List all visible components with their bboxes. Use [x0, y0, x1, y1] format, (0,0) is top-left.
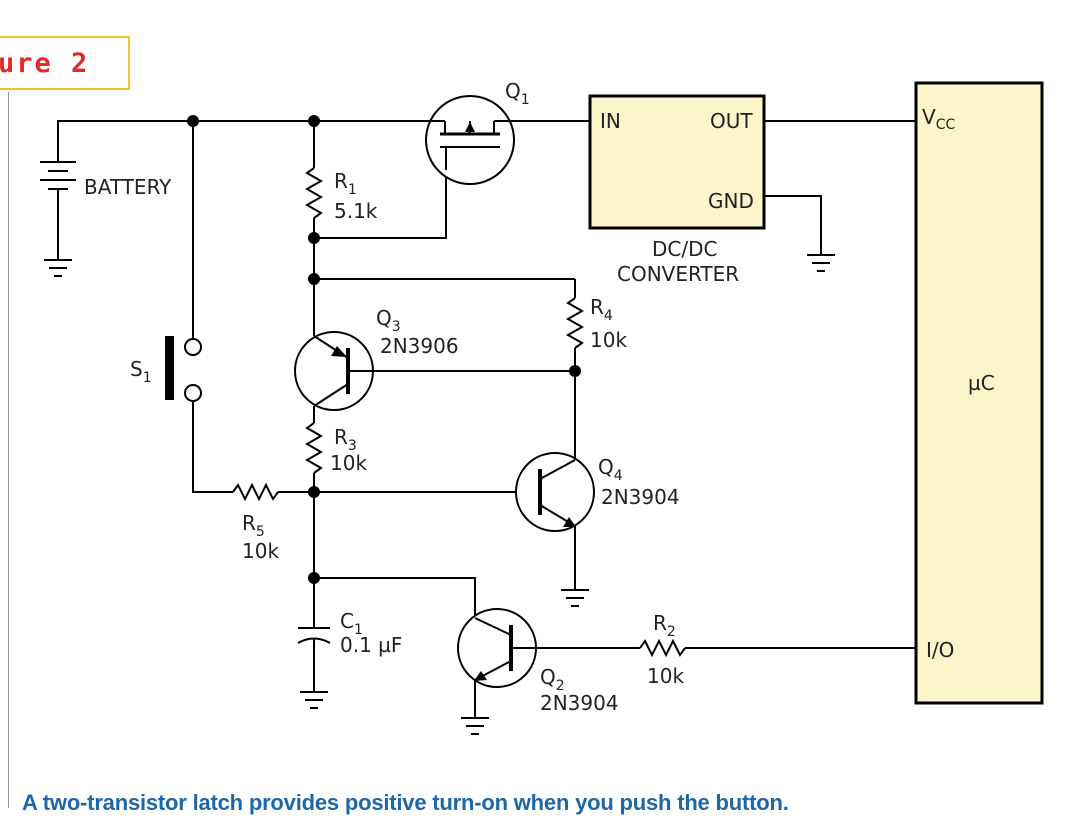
dcdc-out-label: OUT [710, 109, 753, 133]
junction-dot [308, 115, 320, 127]
q4-transistor [515, 452, 595, 532]
s1-bottom-contact [184, 384, 202, 402]
junction-dot [187, 115, 199, 127]
battery-symbol [40, 161, 76, 277]
junction-dot [308, 486, 320, 498]
dcdc-title-line2: CONVERTER [617, 262, 739, 286]
figure-label: ure 2 [0, 47, 90, 79]
r1-resistor [304, 167, 324, 219]
q4-ref: Q4 [598, 455, 623, 484]
q3-part: 2N3906 [380, 334, 459, 358]
top-rail-wire [57, 120, 427, 162]
c1-ground-icon [300, 691, 328, 709]
q2-ground-icon [461, 717, 489, 735]
junction-dot [308, 273, 320, 285]
gnd-wire [764, 195, 822, 255]
q2-part: 2N3904 [540, 691, 619, 715]
q3-transistor [294, 331, 374, 411]
c1-ref: C1 [340, 609, 363, 638]
battery-label: BATTERY [84, 175, 172, 199]
r3-ref: R3 [334, 425, 357, 454]
q1-mosfet [425, 95, 515, 185]
left-margin-rule [8, 92, 9, 808]
figure-label-box: ure 2 [0, 36, 130, 90]
r5-resistor [232, 482, 279, 502]
s1-ref: S1 [130, 357, 152, 386]
dcdc-title-line1: DC/DC [652, 237, 717, 261]
r4-ref: R4 [590, 295, 613, 324]
dcdc-converter-box [588, 94, 766, 230]
microcontroller-box [914, 81, 1044, 705]
r4-resistor [565, 297, 585, 349]
s1-bottom-to-r5-wire [192, 401, 233, 493]
r5-value: 10k [242, 539, 279, 563]
r2-resistor [639, 638, 686, 658]
r3-resistor [304, 422, 324, 474]
mcu-name-label: µC [968, 371, 995, 395]
mcu-vcc-label: VCC [922, 105, 955, 133]
mcu-io-label: I/O [926, 638, 954, 662]
r1-ref: R1 [334, 169, 357, 198]
q2-transistor [457, 608, 537, 688]
gate-wire [314, 170, 447, 239]
q2-collector-wire [314, 577, 476, 618]
dcdc-gnd-label: GND [708, 189, 754, 213]
figure-caption: A two-transistor latch provides positive… [22, 790, 789, 815]
s1-top-contact [184, 338, 202, 356]
s1-pushbutton [165, 336, 174, 400]
r5-ref: R5 [242, 511, 265, 540]
dcdc-in-label: IN [600, 109, 621, 133]
junction-dot [308, 232, 320, 244]
r2-ref: R2 [653, 611, 676, 640]
c1-value: 0.1 µF [340, 633, 402, 657]
r1-value: 5.1k [334, 199, 378, 223]
q3-ref: Q3 [376, 306, 401, 335]
q1-ref: Q1 [505, 79, 530, 108]
q4-part: 2N3904 [601, 485, 680, 509]
q2-ref: Q2 [540, 665, 565, 694]
schematic-diagram: BATTERY S1 Q3 2N3906 R5 10k C1 0.1 µF [40, 79, 1044, 735]
r3-value: 10k [330, 451, 367, 475]
r2-value: 10k [647, 664, 684, 688]
q4-ground-icon [561, 589, 589, 607]
junction-dot [308, 572, 320, 584]
dcdc-ground-icon [807, 254, 835, 272]
r4-value: 10k [590, 328, 627, 352]
